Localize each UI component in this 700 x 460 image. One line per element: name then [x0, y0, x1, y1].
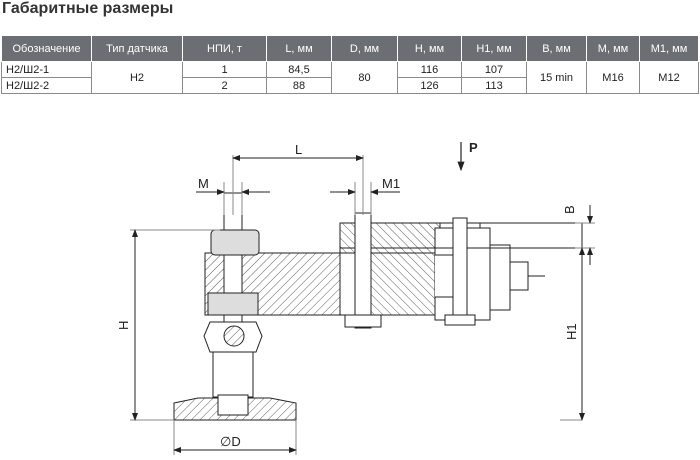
- header-m1: M1, мм: [639, 35, 699, 62]
- header-m: M, мм: [586, 35, 640, 62]
- label-m: M: [198, 176, 209, 191]
- dimension-drawing: L M M1 P B H H1 ∅D: [116, 140, 595, 455]
- header-designation: Обозначение: [1, 35, 92, 62]
- label-b: B: [562, 205, 577, 214]
- table-row: Н2/Ш2-1 Н2 1 84,5 80 116 107 15 min M16 …: [1, 61, 699, 94]
- header-h: H, мм: [397, 35, 462, 62]
- cell-h: 116: [397, 61, 462, 78]
- cell-h1: 107: [461, 61, 527, 78]
- label-p: P: [469, 140, 478, 155]
- cell-npi: 2: [182, 77, 267, 94]
- cell-h1: 113: [461, 77, 527, 94]
- cell-h: 126: [397, 77, 462, 94]
- header-l: L, мм: [266, 35, 332, 62]
- label-d: ∅D: [220, 434, 241, 449]
- label-l: L: [295, 142, 302, 157]
- cell-l: 84,5: [266, 61, 332, 78]
- header-h1: H1, мм: [461, 35, 527, 62]
- cell-m: M16: [586, 61, 640, 94]
- label-m1: M1: [382, 176, 400, 191]
- cell-d: 80: [331, 61, 398, 94]
- dimensions-table: Обозначение Тип датчика НПИ, т L, мм D, …: [1, 35, 699, 94]
- cell-npi: 1: [182, 61, 267, 78]
- header-d: D, мм: [331, 35, 398, 62]
- header-b: B, мм: [526, 35, 587, 62]
- cell-designation: Н2/Ш2-2: [1, 77, 92, 94]
- page-title: Габаритные размеры: [2, 0, 174, 17]
- table-header-row: Обозначение Тип датчика НПИ, т L, мм D, …: [1, 35, 699, 62]
- cell-l: 88: [266, 77, 332, 94]
- label-h: H: [116, 321, 131, 330]
- table-row: Н2/Ш2-2 2 88 126 113: [1, 77, 699, 94]
- header-npi: НПИ, т: [182, 35, 267, 62]
- cell-sensor-type: Н2: [91, 61, 183, 94]
- cell-m1: M12: [639, 61, 699, 94]
- label-h1: H1: [564, 323, 579, 340]
- cell-b: 15 min: [526, 61, 587, 94]
- header-sensor-type: Тип датчика: [91, 35, 183, 62]
- cell-designation: Н2/Ш2-1: [1, 61, 92, 78]
